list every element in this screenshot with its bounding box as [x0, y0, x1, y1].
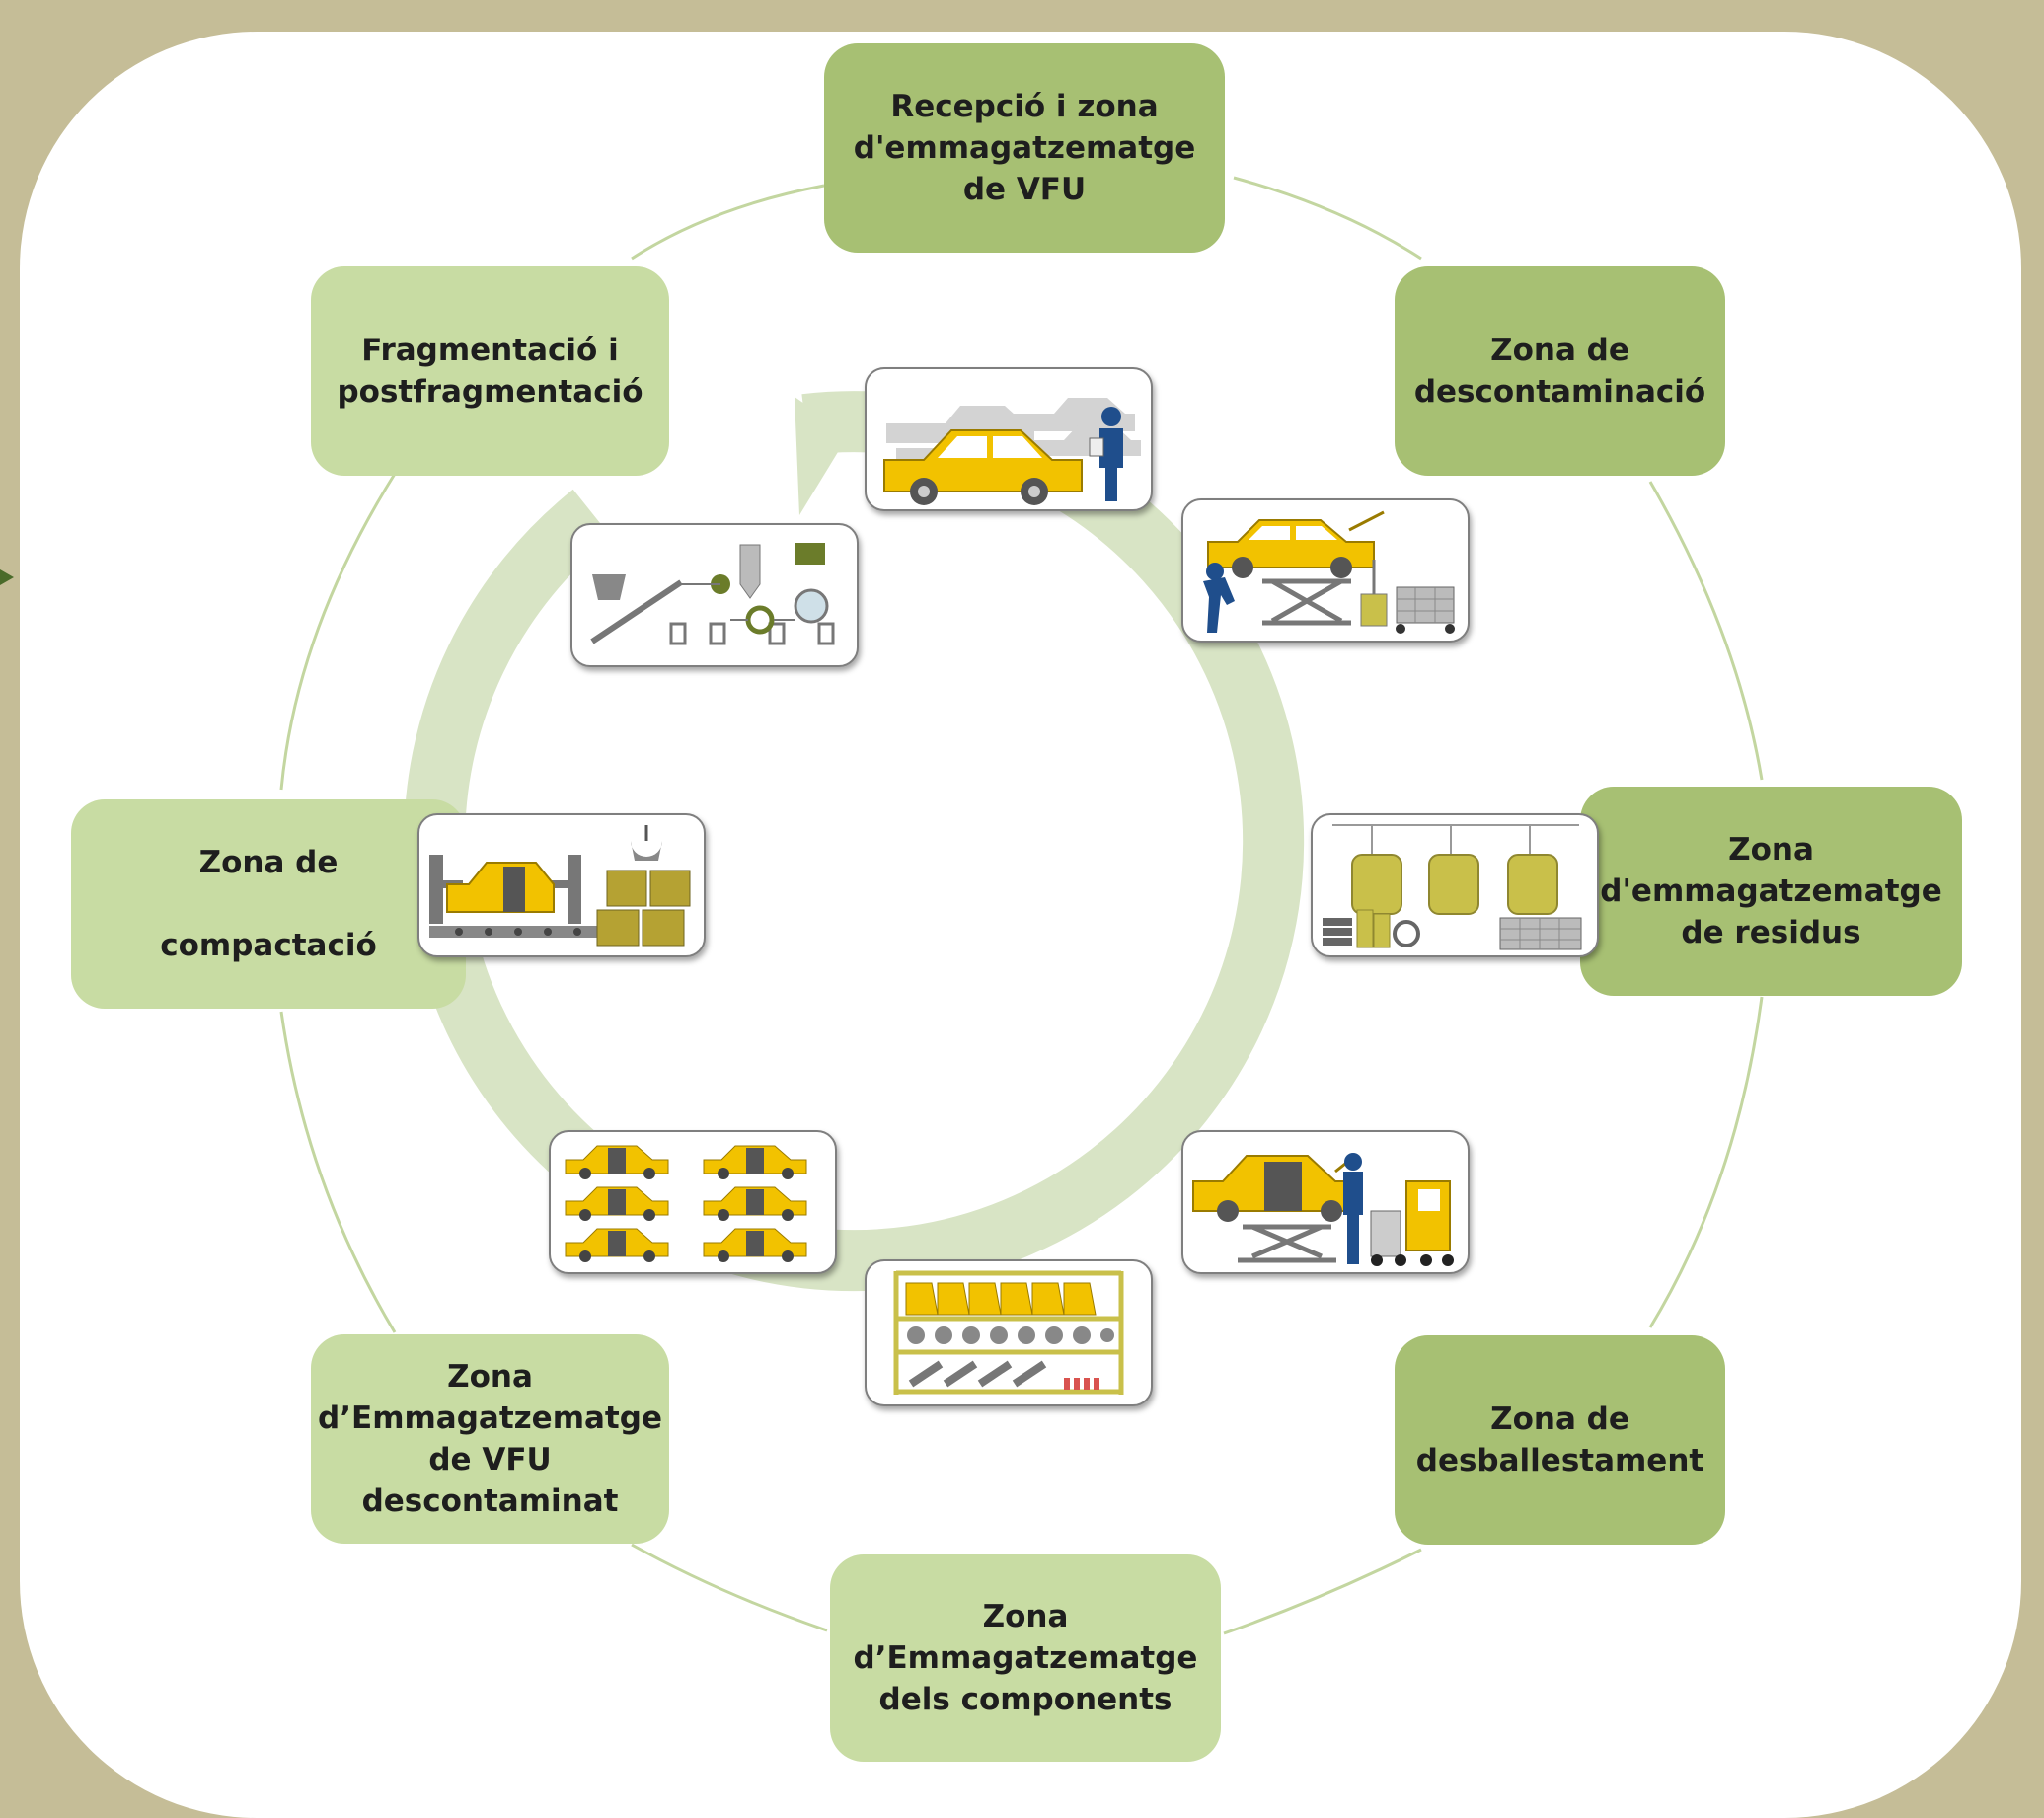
decontamination-lift-pictogram — [1181, 498, 1470, 643]
stage-label: Zona de desballestament — [1415, 1401, 1704, 1478]
stage-reception: Recepció i zona d'emmagatzematge de VFU — [824, 43, 1225, 253]
stage-fragmentation: Fragmentació i postfragmentació — [311, 266, 669, 476]
stage-dismantling: Zona de desballestament — [1395, 1335, 1725, 1545]
waste-tanks-pictogram — [1311, 813, 1599, 957]
stage-label: Recepció i zona d'emmagatzematge de VFU — [853, 89, 1196, 207]
stage-label: Zona d’Emmagatzematge de VFU descontamin… — [318, 1359, 662, 1519]
stage-waste-storage: Zona d'emmagatzematge de residus — [1580, 787, 1962, 996]
outer-connector-right-upper — [1648, 481, 1764, 781]
compaction-press-pictogram — [417, 813, 706, 957]
outer-connector-top-left — [631, 184, 825, 261]
stacked-car-shells-pictogram — [549, 1130, 837, 1274]
outer-connector-left-upper — [279, 473, 397, 791]
stage-label: Zona d'emmagatzematge de residus — [1600, 832, 1942, 950]
stage-components-storage: Zona d’Emmagatzematge dels components — [830, 1554, 1221, 1762]
cycle-arrowhead-icon — [795, 397, 849, 515]
outer-connector-bottom-right — [1223, 1548, 1422, 1635]
outer-connector-top-right — [1233, 176, 1422, 261]
stage-decontaminated-storage: Zona d’Emmagatzematge de VFU descontamin… — [311, 1334, 669, 1544]
stage-label: Fragmentació i postfragmentació — [337, 333, 643, 410]
outer-connector-left-lower — [279, 1011, 397, 1333]
stage-label: Zona de compactació — [160, 845, 377, 963]
shredder-plant-pictogram — [570, 523, 859, 667]
stage-label: Zona de descontaminació — [1413, 333, 1706, 410]
components-shelf-pictogram — [865, 1259, 1153, 1406]
stage-decontamination: Zona de descontaminació — [1395, 266, 1725, 476]
outer-connector-bottom-left — [631, 1543, 828, 1632]
stage-label: Zona d’Emmagatzematge dels components — [853, 1599, 1198, 1717]
edge-arrow-icon — [0, 569, 14, 585]
reception-cars-pictogram — [865, 367, 1153, 511]
stage-compaction: Zona de compactació — [71, 799, 466, 1009]
outer-connector-right-lower — [1648, 996, 1764, 1328]
dismantling-pictogram — [1181, 1130, 1470, 1274]
